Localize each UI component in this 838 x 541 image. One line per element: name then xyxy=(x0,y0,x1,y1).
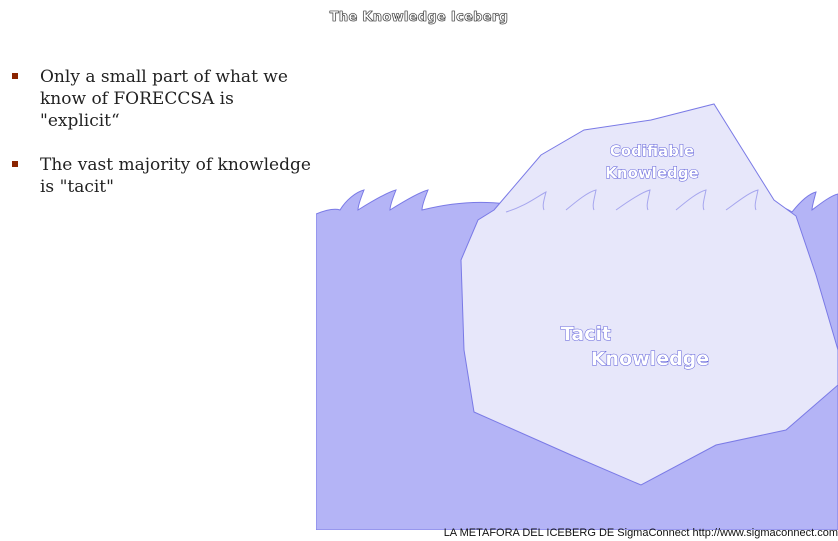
iceberg-diagram: .lbl { font-family: "DejaVu Sans", sans-… xyxy=(316,103,838,530)
bullet-text: Only a small part of what we know of FOR… xyxy=(40,67,288,131)
square-bullet-icon xyxy=(12,73,18,79)
codifiable-label-line1: Codifiable xyxy=(610,142,695,160)
square-bullet-icon xyxy=(12,161,18,167)
image-caption: LA METAFORA DEL ICEBERG DE SigmaConnect … xyxy=(443,527,838,539)
bullet-list: Only a small part of what we know of FOR… xyxy=(12,66,312,202)
tacit-label-line2: Knowledge xyxy=(591,348,709,370)
codifiable-label-line2: Knowledge xyxy=(605,164,698,182)
bullet-item: Only a small part of what we know of FOR… xyxy=(12,66,312,132)
bullet-text: The vast majority of knowledge is "tacit… xyxy=(40,155,311,197)
iceberg-shape xyxy=(460,103,838,486)
slide-title: The Knowledge Iceberg xyxy=(329,10,509,26)
bullet-item: The vast majority of knowledge is "tacit… xyxy=(12,154,312,198)
wave-crests xyxy=(505,189,759,213)
tacit-label-line1: Tacit xyxy=(561,323,611,345)
